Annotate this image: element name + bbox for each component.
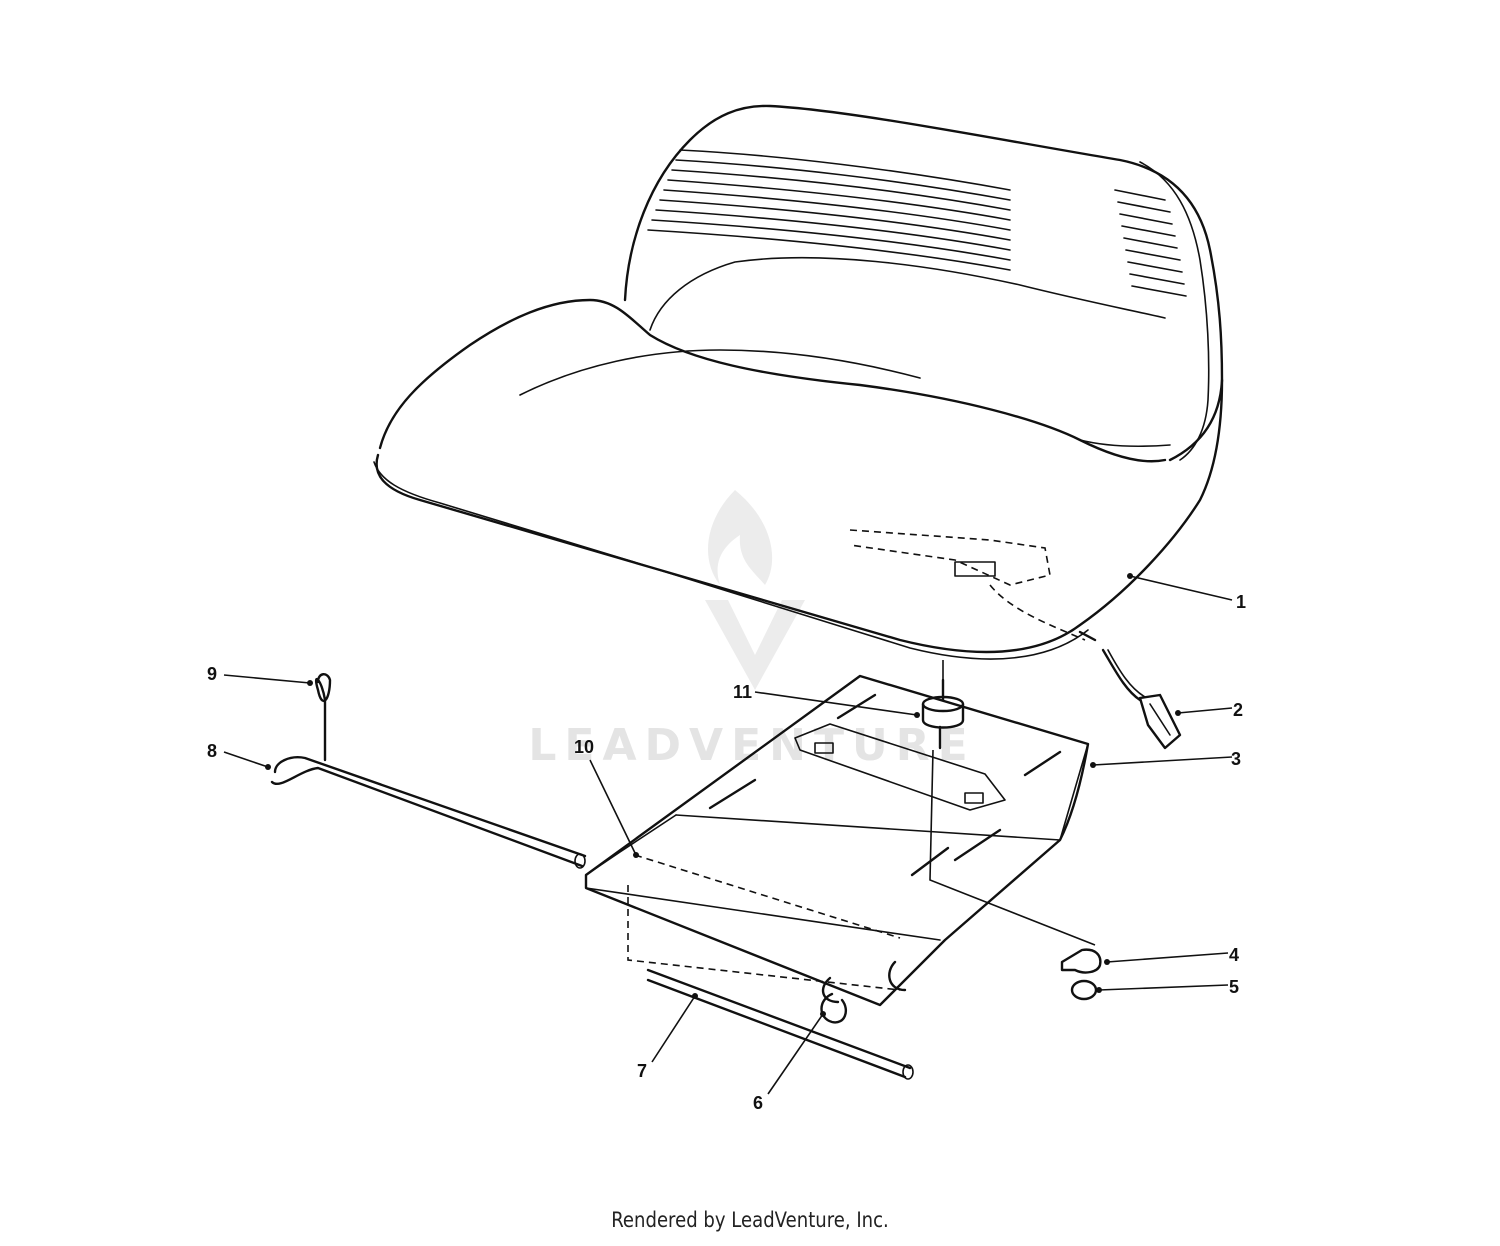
callout-9: 9 (207, 664, 217, 684)
callout-8: 8 (207, 741, 217, 761)
watermark-text: LEADVENTURE (528, 720, 975, 771)
part-nut (1070, 979, 1098, 1001)
part-seat-pan (584, 674, 1090, 1007)
callout-11: 11 (733, 682, 752, 702)
callout-7: 7 (637, 1061, 647, 1081)
callout-4: 4 (1229, 945, 1239, 965)
part-clip (820, 992, 847, 1024)
callout-leaders (223, 573, 1233, 1095)
part-pivot-rod (646, 968, 914, 1080)
part-bent-rod (270, 756, 587, 869)
flame-logo-icon (708, 490, 773, 585)
footer-credit: Rendered by LeadVenture, Inc. (611, 1208, 889, 1232)
part-rubber-mount (921, 678, 965, 750)
part-seat (373, 104, 1224, 660)
callout-1: 1 (1236, 592, 1246, 612)
callout-2: 2 (1233, 700, 1243, 720)
callout-5: 5 (1229, 977, 1239, 997)
part-hairpin (314, 673, 332, 762)
part-bracket (1060, 948, 1102, 974)
callout-10: 10 (574, 737, 594, 757)
chevron-logo-icon (705, 600, 805, 690)
callout-3: 3 (1231, 749, 1241, 769)
callout-6: 6 (753, 1093, 763, 1113)
watermark: LEADVENTURE (528, 490, 975, 771)
callout-labels: 1 2 3 4 5 6 7 8 9 10 11 (207, 592, 1246, 1113)
part-wire-connector (1078, 630, 1182, 750)
